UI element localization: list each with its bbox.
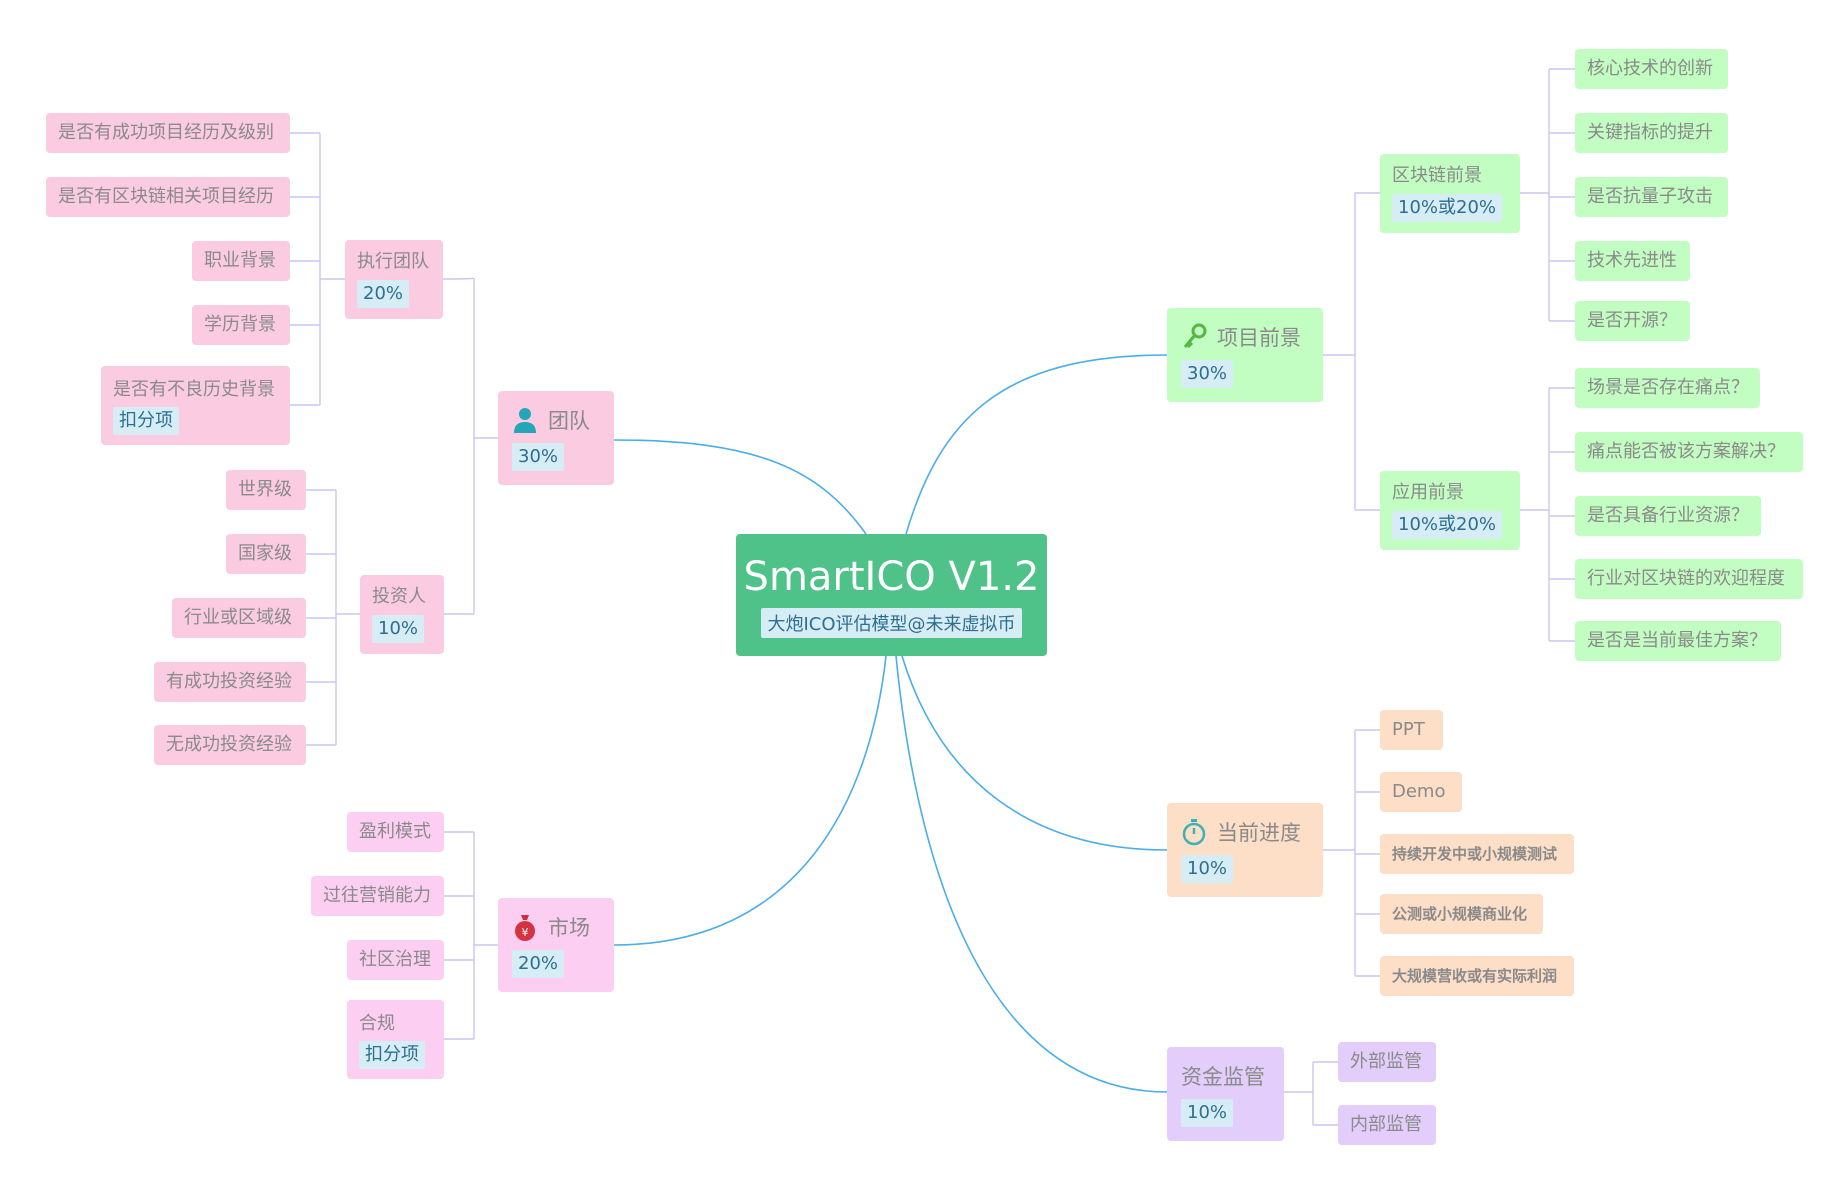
- topic-market[interactable]: ¥ 市场 20%: [498, 898, 614, 992]
- leaf-exec-1[interactable]: 是否有区块链相关项目经历: [46, 177, 290, 217]
- leaf-investor-0[interactable]: 世界级: [226, 470, 306, 510]
- topic-market-label: 市场: [548, 916, 590, 940]
- subtopic-exec-team-label: 执行团队: [357, 251, 429, 272]
- subtopic-investor-weight: 10%: [372, 615, 425, 643]
- central-topic-subtitle: 大炮ICO评估模型@未来虚拟币: [761, 608, 1022, 638]
- topic-progress-weight: 10%: [1181, 855, 1234, 883]
- subtopic-application-weight: 10%或20%: [1392, 511, 1503, 539]
- leaf-application-1[interactable]: 痛点能否被该方案解决？: [1575, 432, 1803, 472]
- leaf-investor-2[interactable]: 行业或区域级: [172, 598, 306, 638]
- topic-funds[interactable]: 资金监管 10%: [1167, 1047, 1284, 1141]
- leaf-investor-1[interactable]: 国家级: [226, 534, 306, 574]
- subtopic-application-label: 应用前景: [1392, 482, 1464, 503]
- topic-prospect[interactable]: 项目前景 30%: [1167, 308, 1323, 402]
- leaf-application-4[interactable]: 是否是当前最佳方案？: [1575, 621, 1781, 661]
- subtopic-blockchain-weight: 10%或20%: [1392, 194, 1503, 222]
- leaf-progress-1[interactable]: Demo: [1380, 772, 1462, 812]
- leaf-funds-0[interactable]: 外部监管: [1338, 1042, 1436, 1082]
- leaf-market-0[interactable]: 盈利模式: [347, 812, 444, 852]
- subtopic-exec-team[interactable]: 执行团队 20%: [345, 240, 443, 319]
- leaf-investor-4[interactable]: 无成功投资经验: [154, 725, 306, 765]
- subtopic-blockchain-label: 区块链前景: [1392, 165, 1482, 186]
- leaf-funds-1[interactable]: 内部监管: [1338, 1105, 1436, 1145]
- leaf-application-0[interactable]: 场景是否存在痛点？: [1575, 368, 1760, 408]
- leaf-market-deduct[interactable]: 合规 扣分项: [347, 1000, 444, 1079]
- topic-funds-weight: 10%: [1181, 1099, 1234, 1127]
- topic-funds-label: 资金监管: [1181, 1065, 1265, 1089]
- deduct-tag: 扣分项: [359, 1041, 425, 1069]
- leaf-progress-0[interactable]: PPT: [1380, 710, 1443, 750]
- topic-progress-label: 当前进度: [1217, 821, 1301, 845]
- person-icon: [512, 406, 538, 434]
- topic-market-weight: 20%: [512, 950, 565, 978]
- leaf-exec-3[interactable]: 学历背景: [192, 305, 290, 345]
- leaf-blockchain-4[interactable]: 是否开源？: [1575, 301, 1690, 341]
- topic-team-weight: 30%: [512, 443, 565, 471]
- svg-text:¥: ¥: [522, 926, 529, 939]
- deduct-tag: 扣分项: [113, 407, 179, 435]
- leaf-progress-4[interactable]: 大规模营收或有实际利润: [1380, 956, 1574, 996]
- subtopic-investor[interactable]: 投资人 10%: [360, 575, 444, 654]
- leaf-market-2[interactable]: 社区治理: [347, 940, 444, 980]
- leaf-exec-deduct-label: 是否有不良历史背景: [113, 379, 275, 400]
- leaf-investor-3[interactable]: 有成功投资经验: [154, 662, 306, 702]
- topic-team-label: 团队: [548, 409, 590, 433]
- subtopic-blockchain[interactable]: 区块链前景 10%或20%: [1380, 154, 1520, 233]
- central-topic-title: SmartICO V1.2: [743, 554, 1040, 600]
- leaf-market-1[interactable]: 过往营销能力: [311, 876, 444, 916]
- subtopic-exec-team-weight: 20%: [357, 280, 410, 308]
- subtopic-application[interactable]: 应用前景 10%或20%: [1380, 471, 1520, 550]
- key-icon: [1181, 323, 1207, 351]
- topic-progress[interactable]: 当前进度 10%: [1167, 803, 1323, 897]
- stopwatch-icon: [1181, 818, 1207, 846]
- leaf-exec-2[interactable]: 职业背景: [192, 241, 290, 281]
- topic-prospect-label: 项目前景: [1217, 326, 1301, 350]
- leaf-exec-0[interactable]: 是否有成功项目经历及级别: [46, 113, 290, 153]
- leaf-progress-3[interactable]: 公测或小规模商业化: [1380, 894, 1543, 934]
- leaf-blockchain-1[interactable]: 关键指标的提升: [1575, 113, 1728, 153]
- leaf-blockchain-2[interactable]: 是否抗量子攻击: [1575, 177, 1728, 217]
- leaf-blockchain-0[interactable]: 核心技术的创新: [1575, 49, 1728, 89]
- money-bag-icon: ¥: [512, 913, 538, 941]
- leaf-application-3[interactable]: 行业对区块链的欢迎程度: [1575, 559, 1803, 599]
- leaf-application-2[interactable]: 是否具备行业资源？: [1575, 496, 1761, 536]
- central-topic[interactable]: SmartICO V1.2 大炮ICO评估模型@未来虚拟币: [736, 534, 1047, 656]
- leaf-exec-deduct[interactable]: 是否有不良历史背景 扣分项: [101, 366, 290, 445]
- leaf-market-deduct-label: 合规: [359, 1013, 395, 1034]
- leaf-progress-2[interactable]: 持续开发中或小规模测试: [1380, 834, 1574, 874]
- subtopic-investor-label: 投资人: [372, 586, 426, 607]
- leaf-blockchain-3[interactable]: 技术先进性: [1575, 241, 1690, 281]
- topic-team[interactable]: 团队 30%: [498, 391, 614, 485]
- topic-prospect-weight: 30%: [1181, 360, 1234, 388]
